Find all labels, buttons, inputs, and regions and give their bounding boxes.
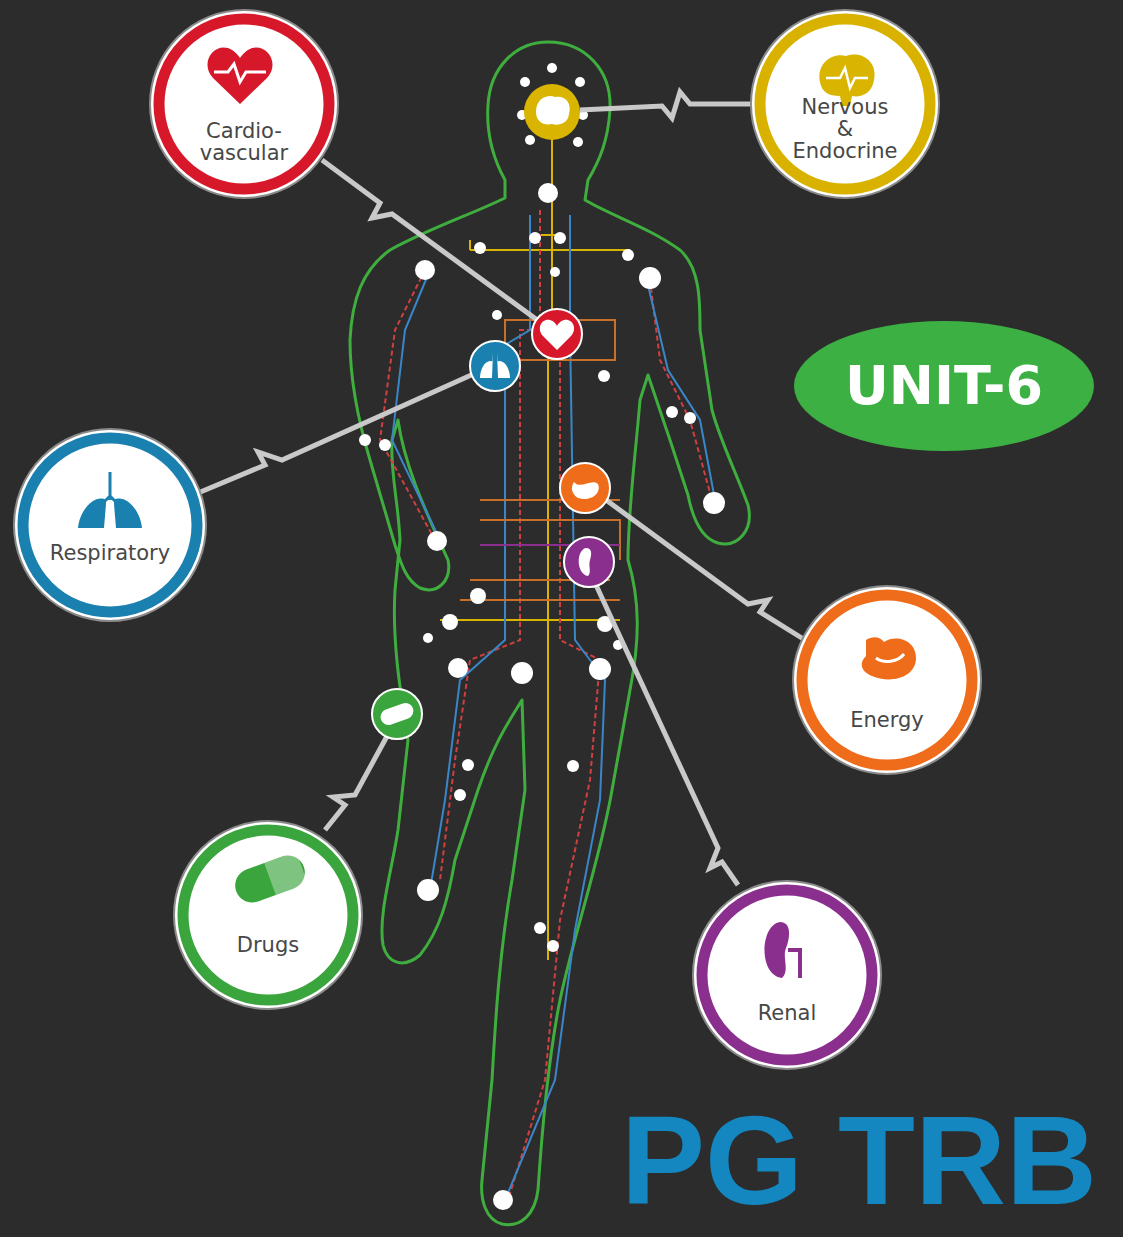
unit-badge: UNIT-6 xyxy=(794,321,1094,451)
renal-circle: Renal xyxy=(693,881,881,1069)
system-label: Renal xyxy=(758,1002,817,1024)
system-label: Respiratory xyxy=(50,542,170,564)
node-outline xyxy=(14,429,206,621)
node-outline xyxy=(693,881,881,1069)
node-outline xyxy=(174,821,362,1009)
node-outline xyxy=(150,10,338,198)
nervous-endocrine-circle: Nervous & Endocrine xyxy=(751,10,939,198)
watermark-text: PG TRB xyxy=(621,1098,1097,1224)
cardiovascular-circle: Cardio- vascular xyxy=(150,10,338,198)
energy-circle: Energy xyxy=(793,586,981,774)
drugs-circle: Drugs xyxy=(174,821,362,1009)
system-label: Energy xyxy=(850,709,924,731)
system-label: Nervous & Endocrine xyxy=(793,96,898,162)
respiratory-circle: Respiratory xyxy=(14,429,206,621)
system-label: Cardio- vascular xyxy=(197,120,291,164)
badge-text: UNIT-6 xyxy=(845,359,1043,413)
body-outline xyxy=(350,42,749,1225)
system-label: Drugs xyxy=(237,934,299,956)
node-outline xyxy=(793,586,981,774)
